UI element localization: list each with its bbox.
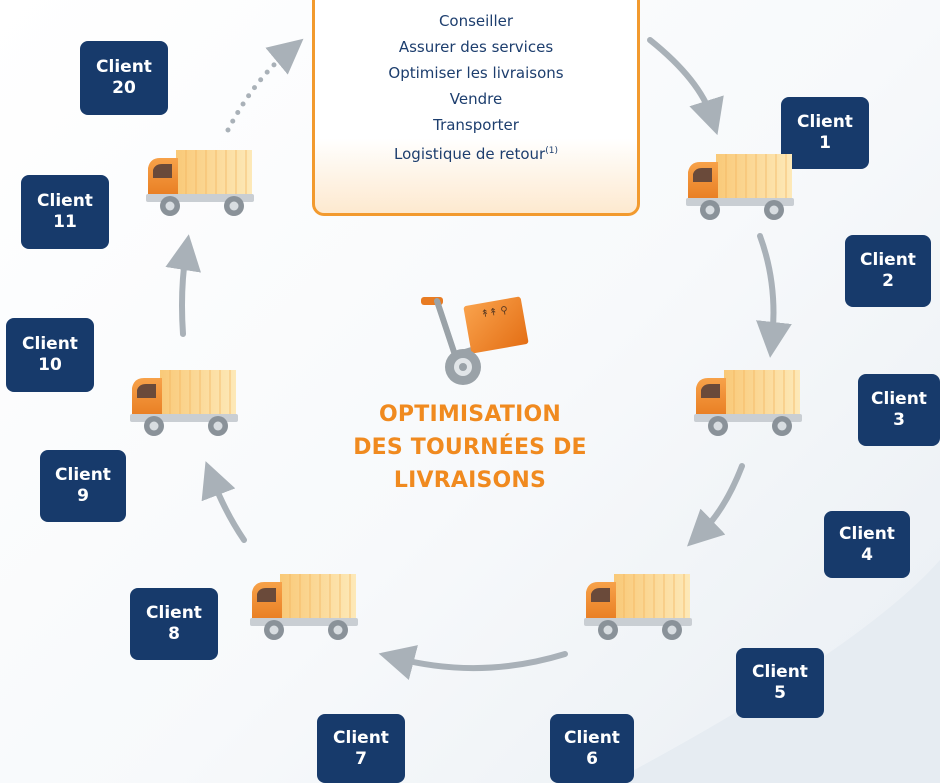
- service-item: Optimiser les livraisons: [388, 64, 564, 82]
- client-label: Client: [752, 662, 808, 682]
- client-label: Client: [333, 727, 389, 748]
- service-item: Conseiller: [438, 12, 514, 30]
- client-label: Client: [839, 523, 895, 544]
- service-item: Vendre: [449, 90, 503, 108]
- service-item: Transporter: [433, 116, 519, 134]
- service-item: Assurer des services: [398, 38, 554, 56]
- arrow-top-right: [647, 37, 724, 136]
- client-number: 5: [774, 683, 786, 703]
- client-label: Client: [96, 57, 152, 77]
- arrow-right-2: [687, 463, 745, 547]
- client-number: 9: [77, 486, 89, 506]
- client-number: 8: [168, 624, 180, 644]
- footnote-marker: (1): [545, 146, 558, 156]
- title-line: OPTIMISATION: [379, 402, 561, 427]
- services-list: Conseiller Assurer des services Optimise…: [315, 0, 637, 167]
- client-label: Client: [37, 191, 93, 211]
- client-label: Client: [22, 334, 78, 354]
- client-label: Client: [860, 250, 916, 270]
- delivery-truck-icon: [694, 370, 802, 436]
- delivery-truck-icon: [250, 574, 358, 640]
- client-label: Client: [146, 603, 202, 623]
- client-label: Client: [564, 727, 620, 748]
- delivery-truck-icon: [686, 154, 794, 220]
- arrow-right-1: [756, 233, 792, 358]
- client-number: 7: [355, 748, 367, 769]
- service-item: Logistique de retour(1): [315, 138, 637, 167]
- diagram-title: OPTIMISATION DES TOURNÉES DE LIVRAISONS: [300, 398, 640, 497]
- client-number: 1: [819, 133, 831, 153]
- delivery-truck-icon: [146, 150, 254, 216]
- arrow-left-1: [201, 461, 247, 543]
- arrow-bottom: [378, 645, 568, 680]
- service-item-text: Logistique de retour: [394, 145, 546, 163]
- title-line: LIVRAISONS: [393, 468, 547, 493]
- arrow-dotted: [225, 38, 304, 133]
- delivery-truck-icon: [584, 574, 692, 640]
- client-label: Client: [871, 389, 927, 409]
- client-number: 10: [38, 355, 62, 375]
- client-number: 20: [112, 78, 136, 98]
- arrow-left-2: [165, 234, 201, 337]
- svg-text:↟↟ ⚲: ↟↟ ⚲: [480, 305, 509, 321]
- delivery-truck-icon: [130, 370, 238, 436]
- services-box: Conseiller Assurer des services Optimise…: [312, 0, 640, 216]
- client-number: 6: [586, 748, 598, 769]
- client-number: 3: [893, 410, 905, 430]
- client-label: Client: [55, 465, 111, 485]
- client-number: 4: [861, 544, 873, 565]
- client-number: 11: [53, 212, 77, 232]
- client-label: Client: [797, 112, 853, 132]
- client-number: 2: [882, 271, 894, 291]
- hand-trolley-box-icon: ↟↟ ⚲: [421, 296, 529, 385]
- title-line: DES TOURNÉES DE: [353, 435, 587, 460]
